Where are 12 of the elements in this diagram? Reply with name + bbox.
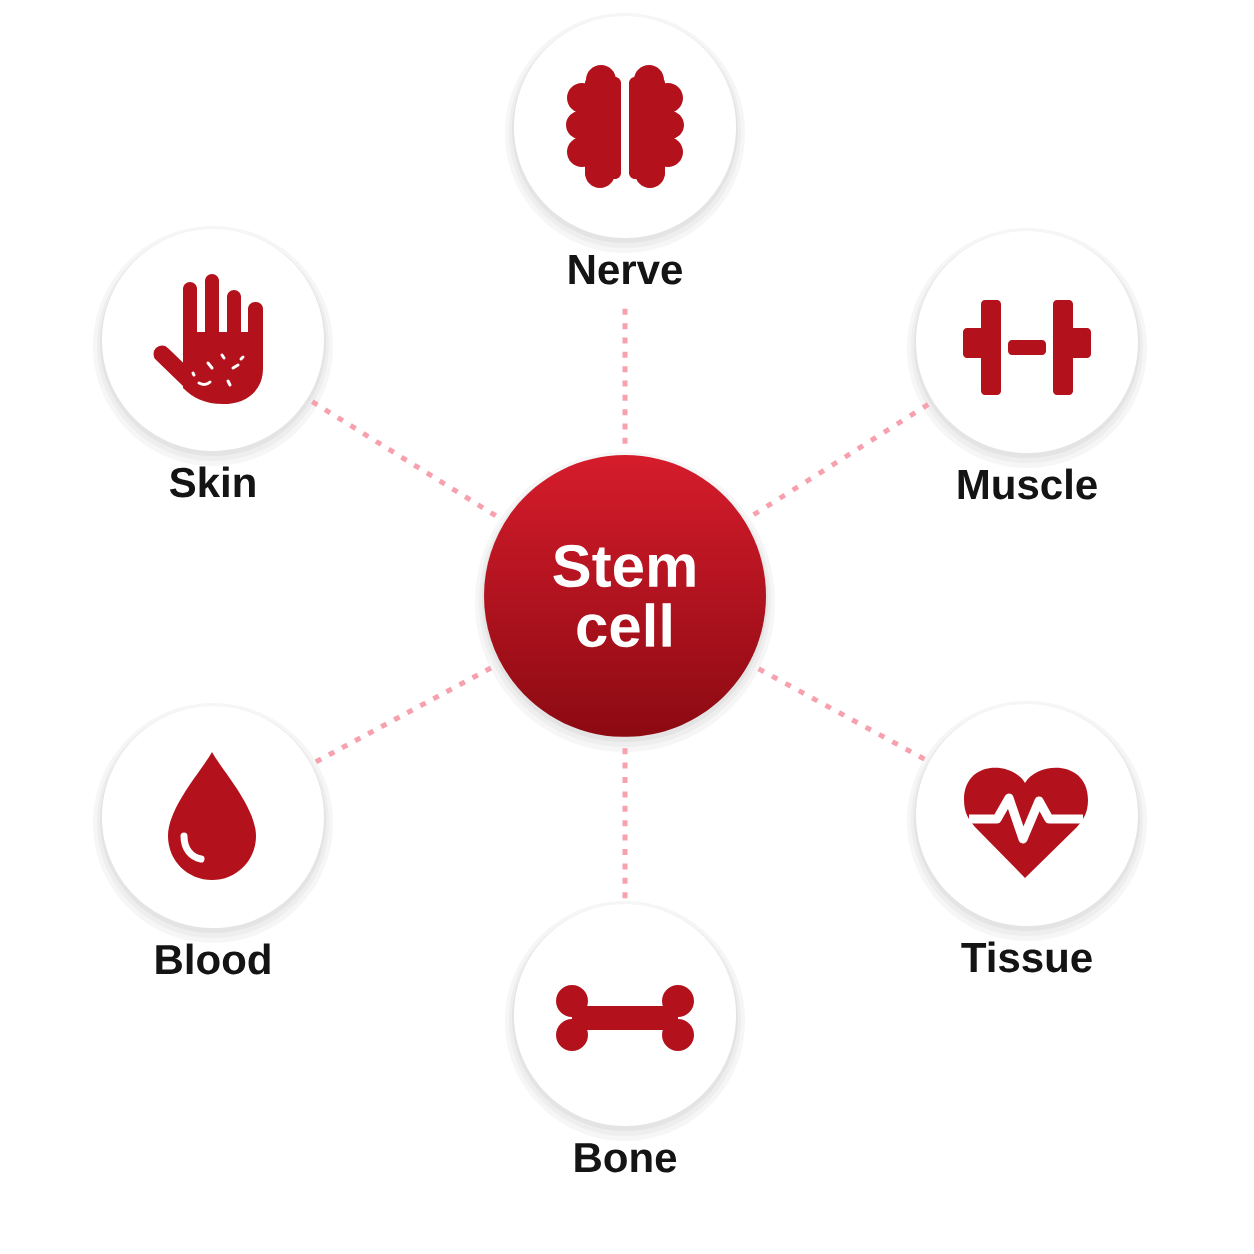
- dotted-connector: [757, 666, 927, 762]
- node-label: Muscle: [958, 468, 1097, 500]
- dotted-connector: [310, 399, 498, 518]
- node-label: Nerve: [569, 255, 682, 285]
- dotted-connector: [314, 665, 493, 765]
- dotted-connector: [622, 308, 628, 444]
- node-label: Bone: [575, 1143, 677, 1173]
- dotted-connector: [622, 748, 628, 899]
- node-label: Tissue: [961, 941, 1092, 973]
- node-label: Skin: [169, 466, 255, 498]
- node-label: Blood: [156, 943, 270, 975]
- dotted-connector: [752, 401, 931, 517]
